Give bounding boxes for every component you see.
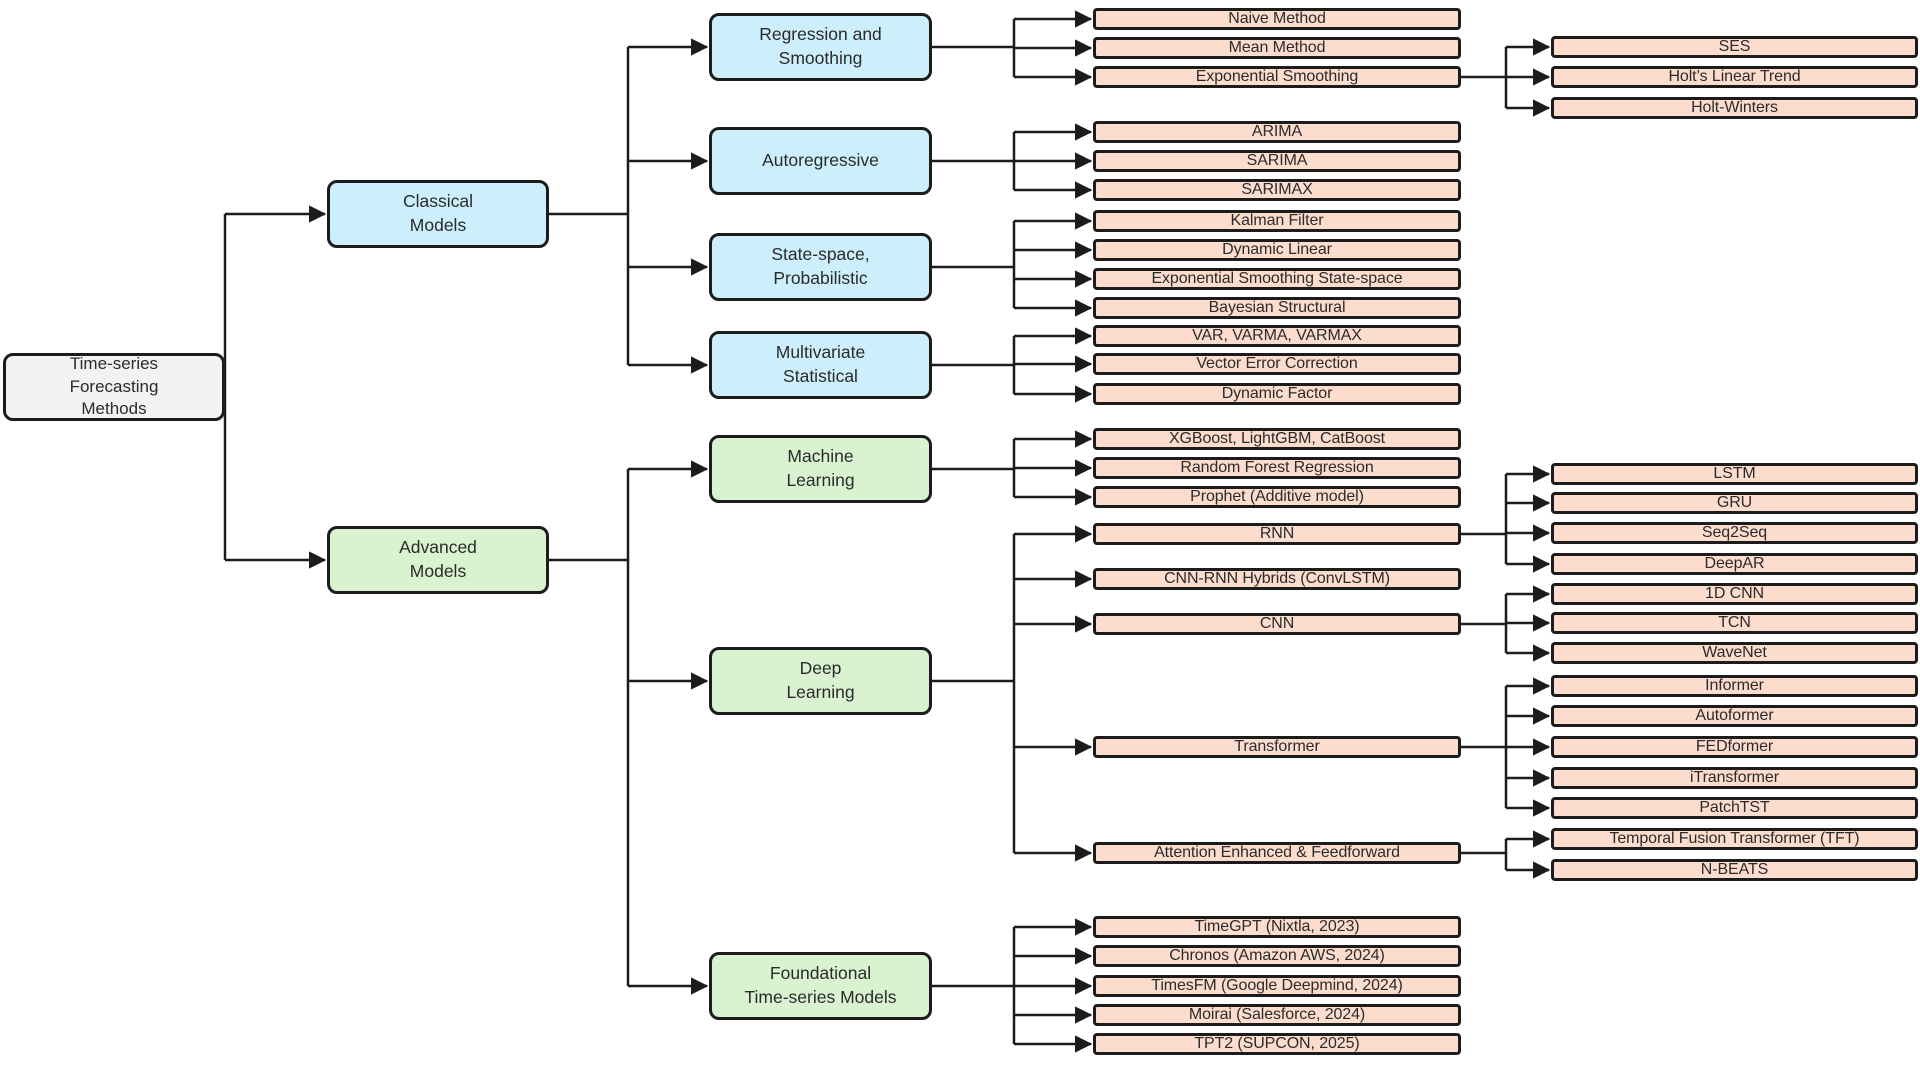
- leaf-chronos: Chronos (Amazon AWS, 2024): [1093, 945, 1461, 967]
- leaf-holt-linear-trend: Holt’s Linear Trend: [1551, 66, 1918, 88]
- leaf-mean-method: Mean Method: [1093, 37, 1461, 59]
- leaf-tft: Temporal Fusion Transformer (TFT): [1551, 828, 1918, 850]
- leaf-fedformer: FEDformer: [1551, 736, 1918, 758]
- leaf-itransformer: iTransformer: [1551, 767, 1918, 789]
- leaf-timegpt: TimeGPT (Nixtla, 2023): [1093, 916, 1461, 938]
- leaf-dynamic-factor: Dynamic Factor: [1093, 383, 1461, 405]
- autoregressive-node: Autoregressive: [709, 127, 932, 195]
- root-node: Time-series Forecasting Methods: [3, 353, 225, 421]
- leaf-dynamic-linear: Dynamic Linear: [1093, 239, 1461, 261]
- leaf-vector-error-correction: Vector Error Correction: [1093, 353, 1461, 375]
- leaf-1d-cnn: 1D CNN: [1551, 583, 1918, 605]
- leaf-timesfm: TimesFM (Google Deepmind, 2024): [1093, 975, 1461, 997]
- leaf-wavenet: WaveNet: [1551, 642, 1918, 664]
- advanced-models-node: Advanced Models: [327, 526, 549, 594]
- leaf-bayesian-structural: Bayesian Structural: [1093, 297, 1461, 319]
- leaf-patchtst: PatchTST: [1551, 797, 1918, 819]
- leaf-seq2seq: Seq2Seq: [1551, 522, 1918, 544]
- multivariate-statistical-node: Multivariate Statistical: [709, 331, 932, 399]
- leaf-informer: Informer: [1551, 675, 1918, 697]
- machine-learning-node: Machine Learning: [709, 435, 932, 503]
- leaf-arima: ARIMA: [1093, 121, 1461, 143]
- state-space-node: State-space, Probabilistic: [709, 233, 932, 301]
- leaf-cnn-rnn-hybrids: CNN-RNN Hybrids (ConvLSTM): [1093, 568, 1461, 590]
- leaf-holt-winters: Holt-Winters: [1551, 97, 1918, 119]
- leaf-naive-method: Naive Method: [1093, 8, 1461, 30]
- leaf-ets-state-space: Exponential Smoothing State-space: [1093, 268, 1461, 290]
- leaf-n-beats: N-BEATS: [1551, 859, 1918, 881]
- leaf-boosting: XGBoost, LightGBM, CatBoost: [1093, 428, 1461, 450]
- leaf-moirai: Moirai (Salesforce, 2024): [1093, 1004, 1461, 1026]
- regression-smoothing-node: Regression and Smoothing: [709, 13, 932, 81]
- leaf-sarimax: SARIMAX: [1093, 179, 1461, 201]
- leaf-tcn: TCN: [1551, 612, 1918, 634]
- deep-learning-node: Deep Learning: [709, 647, 932, 715]
- leaf-autoformer: Autoformer: [1551, 705, 1918, 727]
- leaf-random-forest: Random Forest Regression: [1093, 457, 1461, 479]
- leaf-transformer: Transformer: [1093, 736, 1461, 758]
- foundational-models-node: Foundational Time-series Models: [709, 952, 932, 1020]
- classical-models-node: Classical Models: [327, 180, 549, 248]
- leaf-cnn: CNN: [1093, 613, 1461, 635]
- leaf-gru: GRU: [1551, 492, 1918, 514]
- leaf-deepar: DeepAR: [1551, 553, 1918, 575]
- leaf-lstm: LSTM: [1551, 463, 1918, 485]
- leaf-attention-feedforward: Attention Enhanced & Feedforward: [1093, 842, 1461, 864]
- leaf-var-varma-varmax: VAR, VARMA, VARMAX: [1093, 325, 1461, 347]
- leaf-prophet: Prophet (Additive model): [1093, 486, 1461, 508]
- leaf-ses: SES: [1551, 36, 1918, 58]
- leaf-rnn: RNN: [1093, 523, 1461, 545]
- leaf-sarima: SARIMA: [1093, 150, 1461, 172]
- leaf-tpt2: TPT2 (SUPCON, 2025): [1093, 1033, 1461, 1055]
- leaf-kalman-filter: Kalman Filter: [1093, 210, 1461, 232]
- leaf-exponential-smoothing: Exponential Smoothing: [1093, 66, 1461, 88]
